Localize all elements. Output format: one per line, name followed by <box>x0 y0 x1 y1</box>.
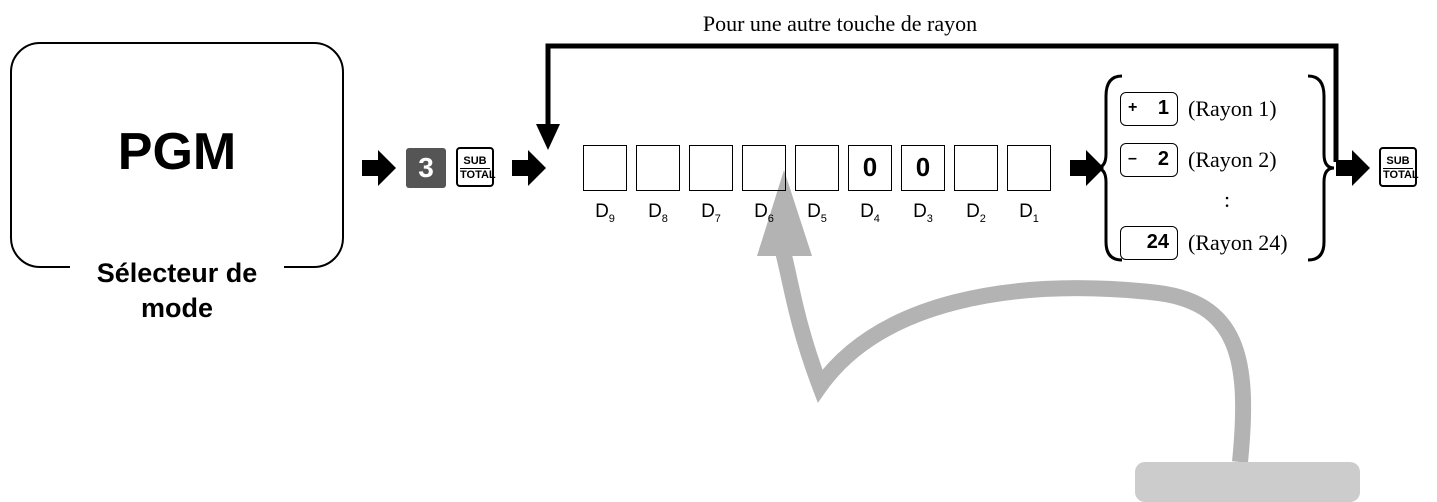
minus-icon: – <box>1128 150 1137 167</box>
subtotal-key: SUB TOTAL <box>456 147 496 187</box>
subtotal-key-line1: SUB <box>1386 155 1410 167</box>
arrow-right-icon <box>1336 150 1370 186</box>
left-brace <box>1095 74 1123 262</box>
loop-arrowhead-icon <box>536 124 560 150</box>
arrow-right-icon <box>362 150 396 186</box>
gray-box <box>1135 462 1360 502</box>
vertical-dots: : <box>1224 187 1231 212</box>
dept-key-1: + 1 <box>1120 92 1178 126</box>
mode-title: PGM <box>117 123 237 181</box>
subtotal-key-line2: TOTAL <box>1383 168 1419 181</box>
gray-curve-arrow <box>774 245 1252 463</box>
key-3: 3 <box>406 148 446 188</box>
right-brace <box>1307 74 1335 262</box>
gray-arrowhead-icon <box>757 170 812 256</box>
digit-box-d4: 0 <box>848 145 892 191</box>
digit-box-d7 <box>689 145 733 191</box>
digit-label-d3: D3 <box>913 201 933 225</box>
digit-box-d2 <box>954 145 998 191</box>
loop-note: Pour une autre touche de rayon <box>702 11 978 36</box>
arrows-layer <box>362 43 1370 463</box>
mode-caption-line1: Sélecteur de <box>96 258 258 288</box>
mode-caption: Sélecteur de mode <box>70 256 284 326</box>
dept-key-2: – 2 <box>1120 143 1178 177</box>
digit-label-d6: D6 <box>754 201 774 225</box>
dept-key-number: 2 <box>1157 148 1169 170</box>
digit-label-d7: D7 <box>701 201 721 225</box>
digit-box-d6 <box>742 145 786 191</box>
plus-icon: + <box>1128 99 1138 116</box>
dept-key-number: 1 <box>1157 97 1169 119</box>
digit-label-d5: D5 <box>807 201 827 225</box>
digit-box-d3: 0 <box>901 145 945 191</box>
digit-label-d1: D1 <box>1019 201 1039 225</box>
digit-label-d4: D4 <box>860 201 880 225</box>
subtotal-key-final: SUB TOTAL <box>1379 147 1419 187</box>
dept-key-24: 24 <box>1120 226 1178 260</box>
digit-label-d9: D9 <box>595 201 615 225</box>
digit-box-d5 <box>795 145 839 191</box>
dept-text-24: (Rayon 24) <box>1188 230 1288 255</box>
digit-box-d1 <box>1007 145 1051 191</box>
loop-line <box>545 43 1339 162</box>
mode-caption-line2: mode <box>140 293 213 323</box>
programming-diagram: PGM Sélecteur de mode Pour une autre tou… <box>10 11 1419 502</box>
subtotal-key-line1: SUB <box>463 155 487 167</box>
digit-box-d8 <box>636 145 680 191</box>
dept-text-2: (Rayon 2) <box>1188 147 1277 172</box>
digit-box-d9 <box>583 145 627 191</box>
digit-label-d2: D2 <box>966 201 986 225</box>
dept-text-1: (Rayon 1) <box>1188 96 1277 121</box>
arrow-right-icon <box>1070 150 1104 186</box>
dept-key-number: 24 <box>1146 231 1169 253</box>
digit-label-d8: D8 <box>648 201 668 225</box>
arrow-right-icon <box>512 150 546 186</box>
subtotal-key-line2: TOTAL <box>460 168 496 181</box>
